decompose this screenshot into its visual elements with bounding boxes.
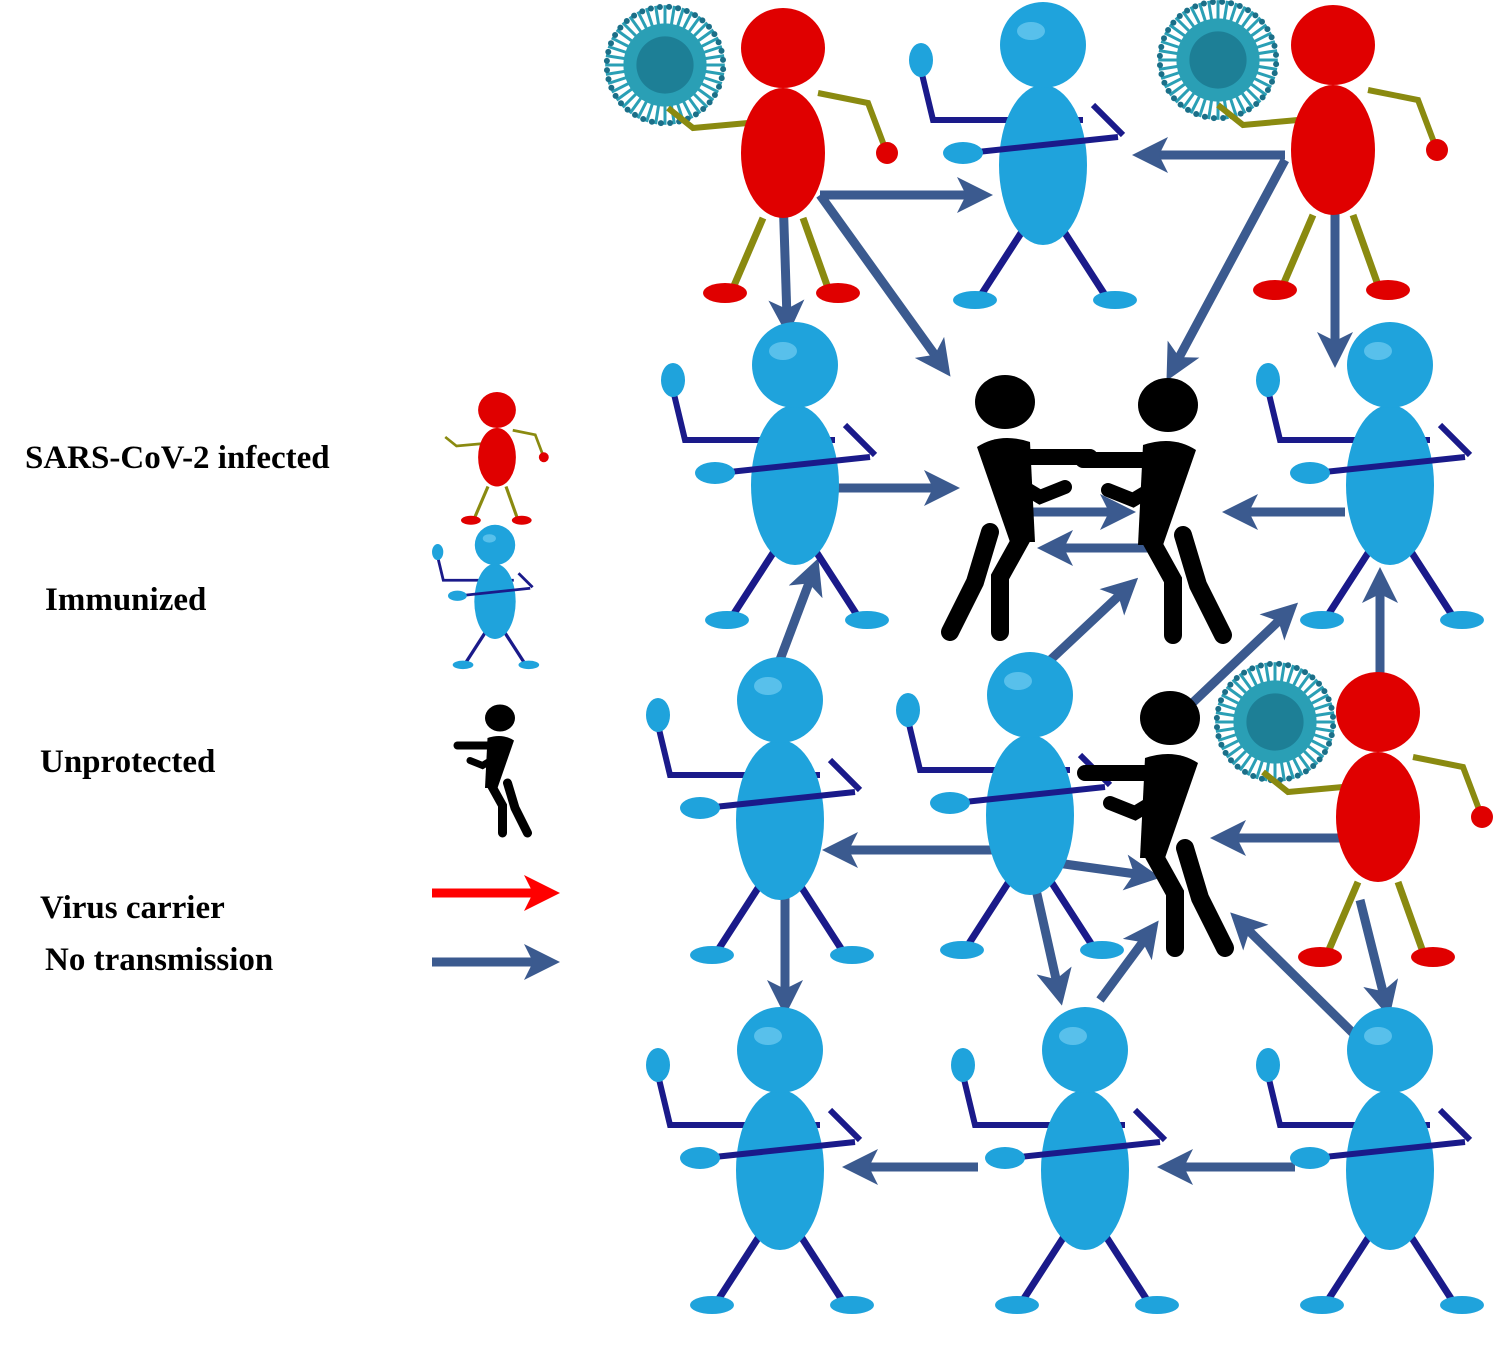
infected-person-icon (444, 392, 549, 525)
immunized-person-icon (1256, 322, 1484, 629)
immunized-person-icon (646, 1007, 874, 1314)
legend-label-virus-carrier: Virus carrier (40, 890, 225, 926)
no-transmission-arrow (1166, 157, 1289, 381)
arrows-layer (432, 137, 1399, 1185)
immunized-person-icon (951, 1007, 1179, 1314)
immunized-person-icon (432, 524, 540, 670)
unprotected-person-icon (453, 704, 532, 838)
virus-icon (1156, 0, 1280, 122)
legend-label-infected: SARS-CoV-2 infected (25, 440, 330, 476)
immunized-person-icon (896, 652, 1124, 959)
legend-label-unprotected: Unprotected (40, 744, 216, 780)
virus-icon (603, 3, 727, 127)
legend-label-immunized: Immunized (45, 582, 207, 618)
unprotected-person-icon (1077, 691, 1234, 957)
no-transmission-arrow (1230, 912, 1364, 1044)
no-transmission-arrow (773, 558, 823, 667)
infected-person-icon (1216, 5, 1448, 300)
immunized-person-icon (1256, 1007, 1484, 1314)
infected-person-icon (1261, 672, 1493, 967)
no-transmission-arrow (1041, 577, 1139, 669)
virus-icon (1213, 660, 1337, 784)
infected-person-icon (666, 8, 898, 303)
unprotected-person-icon (941, 375, 1098, 641)
immunized-person-icon (646, 657, 874, 964)
unprotected-person-icon (1075, 378, 1232, 644)
no-transmission-arrow (1049, 854, 1161, 891)
legend-label-no-transmission: No transmission (45, 942, 274, 978)
no-transmission-arrow (1030, 884, 1072, 1006)
people-layer (432, 0, 1493, 1314)
no-transmission-arrow (1096, 920, 1159, 1003)
immunized-person-icon (661, 322, 889, 629)
immunized-person-icon (909, 2, 1137, 309)
no-transmission-arrow (816, 192, 951, 377)
no-transmission-arrow (1181, 602, 1299, 714)
no-transmission-arrow (1355, 898, 1399, 1018)
